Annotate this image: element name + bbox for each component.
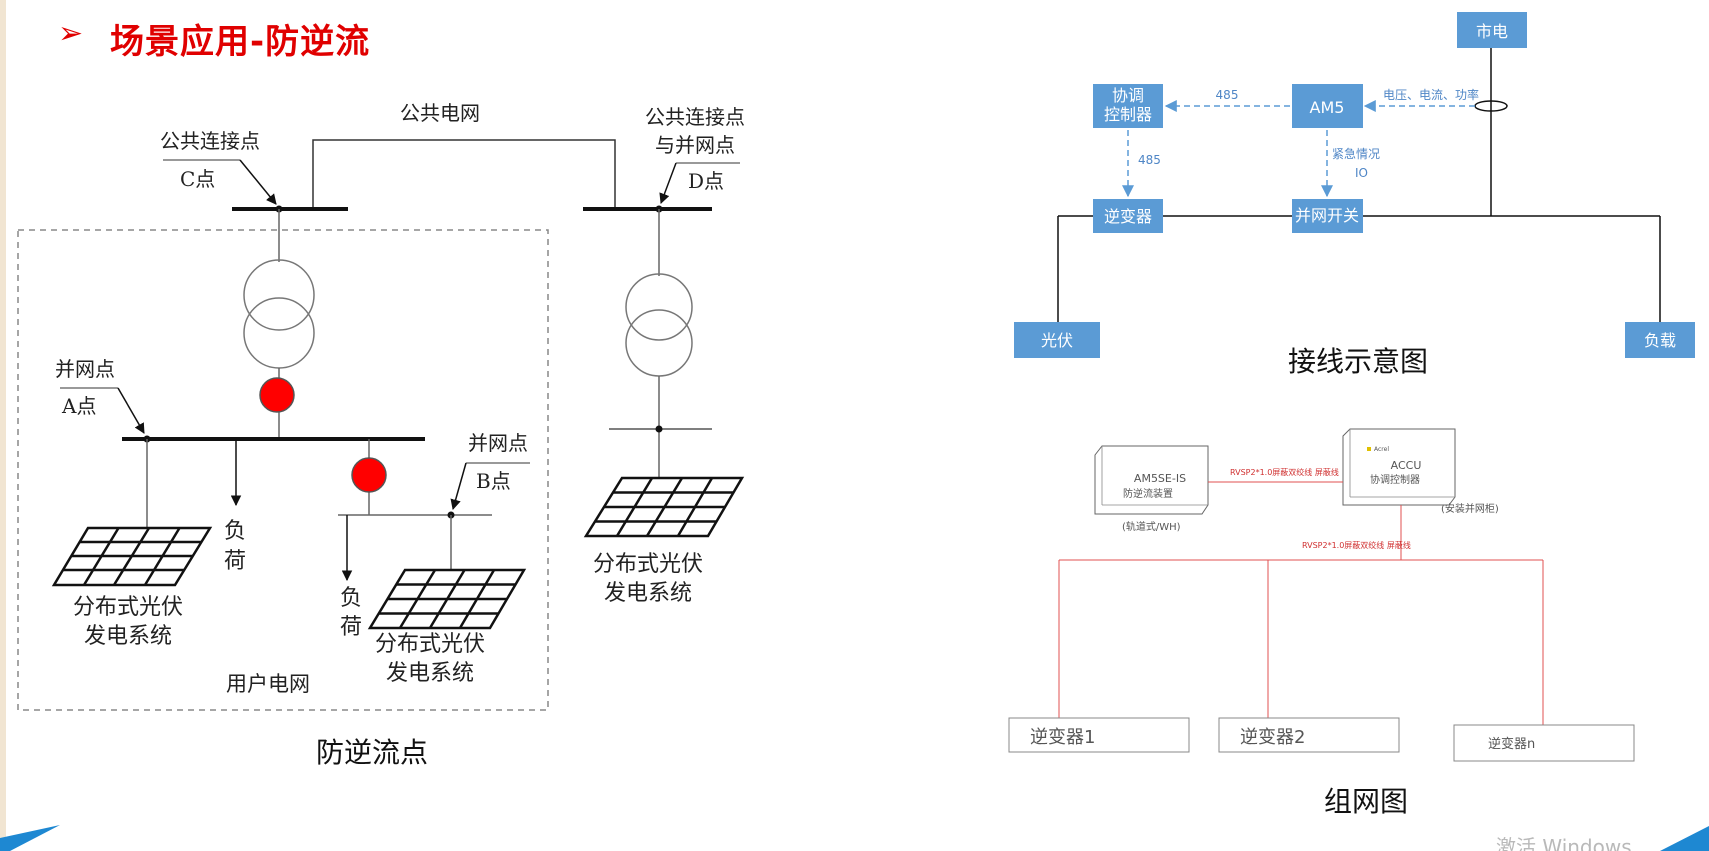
- anti-backflow-diagram: 公共电网 公共连接点 C点 并网点 A点 分布式光伏: [17, 101, 745, 769]
- pv-box: [1014, 322, 1100, 358]
- grid-switch-label: 并网开关: [1295, 206, 1359, 225]
- wiring-diagram-caption: 接线示意图: [1288, 345, 1428, 378]
- am5-label: AM5: [1310, 98, 1345, 117]
- accu-label-2: 协调控制器: [1370, 473, 1420, 486]
- point-c-label-2: C点: [180, 167, 215, 191]
- emergency-label: 紧急情况: [1332, 146, 1380, 161]
- inverter-label: 逆变器: [1104, 207, 1152, 226]
- wiring-diagram: 市电 协调 控制器 AM5 逆变器 并网开关 光伏 负载 电压、电流、功率 48…: [1014, 12, 1695, 378]
- inverter-2-label: 逆变器2: [1240, 727, 1305, 748]
- rs485-top-label: 485: [1216, 88, 1239, 102]
- accu-label-1: ACCU: [1391, 459, 1422, 472]
- left-diagram-caption: 防逆流点: [316, 736, 428, 769]
- public-grid-label: 公共电网: [400, 101, 480, 125]
- inverter-1-label: 逆变器1: [1030, 727, 1095, 748]
- inverter-1-box: [1008, 717, 1190, 753]
- user-grid-label: 用户电网: [226, 672, 310, 696]
- pv-array-right: [583, 476, 745, 538]
- activation-watermark: 激活 Windows: [1496, 835, 1632, 851]
- inverter-2-box: [1218, 717, 1400, 753]
- inverter-n-label: 逆变器n: [1488, 736, 1535, 752]
- am5se-label-1: AM5SE-IS: [1134, 472, 1186, 485]
- public-grid-line: [312, 139, 616, 207]
- measure-label: 电压、电流、功率: [1383, 87, 1479, 102]
- load-right-2: 荷: [340, 615, 362, 640]
- load-label: 负载: [1644, 331, 1676, 350]
- rs485-side-label: 485: [1138, 153, 1161, 167]
- load-right-1: 负: [340, 586, 362, 611]
- transformer-left: [243, 259, 315, 331]
- point-a-label-2: A点: [61, 394, 96, 418]
- grid-switch-box: [1292, 199, 1363, 233]
- cable-label-1: RVSP2*1.0屏蔽双绞线 屏蔽线: [1230, 467, 1339, 477]
- mains-box: [1457, 12, 1527, 48]
- point-d-label-3: D点: [688, 169, 724, 193]
- network-diagram: AM5SE-IS 防逆流装置 (轨道式/WH) Acrel ACCU 协调控制器…: [1008, 428, 1635, 818]
- pv-left-label-2: 发电系统: [84, 624, 172, 649]
- slide-title: 场景应用-防逆流: [110, 22, 371, 62]
- am5se-note: (轨道式/WH): [1122, 520, 1181, 533]
- load-left-1: 负: [224, 519, 246, 544]
- accu-brand: Acrel: [1374, 446, 1389, 453]
- point-b-label-2: B点: [476, 469, 511, 493]
- point-d-label-2: 与并网点: [655, 133, 735, 157]
- mains-label: 市电: [1476, 22, 1508, 41]
- pv-middle-label-1: 分布式光伏: [375, 632, 485, 657]
- user-grid-boundary: [17, 229, 549, 711]
- am5-box: [1292, 84, 1363, 128]
- pv-left-label-1: 分布式光伏: [73, 595, 183, 620]
- pv-right-label-1: 分布式光伏: [593, 552, 703, 577]
- io-label: IO: [1355, 166, 1368, 180]
- point-a-label-1: 并网点: [55, 357, 115, 381]
- inverter-n-box: [1453, 724, 1635, 762]
- anti-backflow-point-a: [259, 377, 295, 413]
- pv-right-label-2: 发电系统: [604, 581, 692, 606]
- pv-array-middle: [367, 568, 527, 630]
- pv-middle-label-2: 发电系统: [386, 661, 474, 686]
- slide-frame-left: [0, 0, 6, 851]
- point-c-label-1: 公共连接点: [160, 129, 260, 153]
- pv-array-left: [51, 526, 213, 587]
- anti-backflow-point-b: [351, 457, 387, 493]
- inverter-box: [1093, 199, 1163, 233]
- bullet-arrow-icon: ➢: [58, 16, 84, 51]
- bottom-left-decoration: [0, 825, 60, 851]
- pv-label: 光伏: [1041, 331, 1073, 350]
- network-diagram-caption: 组网图: [1324, 785, 1408, 818]
- controller-box: [1093, 84, 1163, 128]
- load-box: [1625, 322, 1695, 358]
- transformer-right: [625, 273, 693, 341]
- bottom-right-decoration: [1660, 826, 1709, 851]
- controller-label-1: 协调: [1112, 86, 1144, 105]
- point-b-label-1: 并网点: [468, 431, 528, 455]
- controller-label-2: 控制器: [1104, 105, 1152, 124]
- point-d-label-1: 公共连接点: [645, 105, 745, 129]
- am5se-label-2: 防逆流装置: [1123, 487, 1173, 500]
- accu-note: (安装并网柜): [1441, 502, 1499, 515]
- cable-label-2: RVSP2*1.0屏蔽双绞线 屏蔽线: [1302, 540, 1411, 550]
- load-left-2: 荷: [224, 549, 246, 574]
